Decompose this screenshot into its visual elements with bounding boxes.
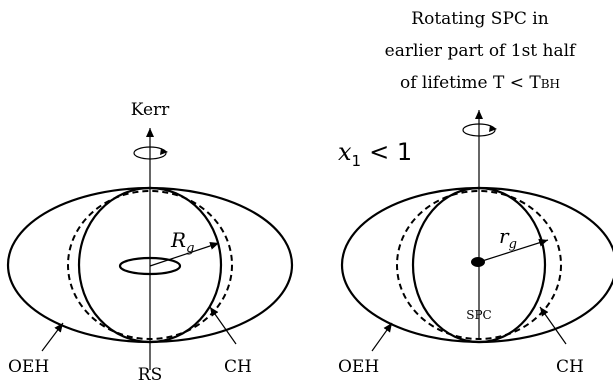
right-condition-label: x1< 1 [338, 138, 412, 170]
right-dashed-horizon [396, 190, 562, 340]
left-rotation-icon [133, 146, 168, 160]
right-radius-arrow [478, 238, 549, 263]
right-ch-pointer [539, 306, 567, 345]
right-oeh-pointer [371, 322, 393, 352]
right-spc-dot [471, 257, 485, 267]
right-title-line-1: Rotating SPC in [411, 9, 548, 29]
right-radius-label: rg [499, 224, 517, 252]
right-ch-label: CH [556, 357, 584, 377]
left-axis-label: Kerr [131, 100, 170, 120]
right-title-line-3: of lifetime T < TBH [400, 73, 560, 93]
right-title-line-2: earlier part of 1st half [385, 41, 577, 61]
left-rs-label: RS [138, 365, 162, 383]
left-ring-singularity [118, 256, 182, 276]
left-radius-arrow [149, 242, 220, 267]
right-spc-label: SPC [466, 308, 491, 322]
left-dashed-horizon [67, 190, 233, 340]
right-diagram: Rotating SPC in earlier part of 1st half… [338, 9, 613, 377]
right-rotation-icon [462, 123, 497, 137]
left-cauchy-horizon [77, 186, 223, 344]
left-ch-pointer [209, 306, 237, 345]
left-oeh-pointer [41, 322, 64, 352]
right-oeh-label: OEH [338, 357, 379, 377]
left-diagram: Kerr Rg OEH RS CH [6, 100, 294, 383]
left-radius-label: Rg [170, 228, 194, 256]
left-ch-label: CH [224, 357, 252, 377]
left-oeh-label: OEH [8, 357, 49, 377]
right-cauchy-horizon [411, 186, 547, 344]
